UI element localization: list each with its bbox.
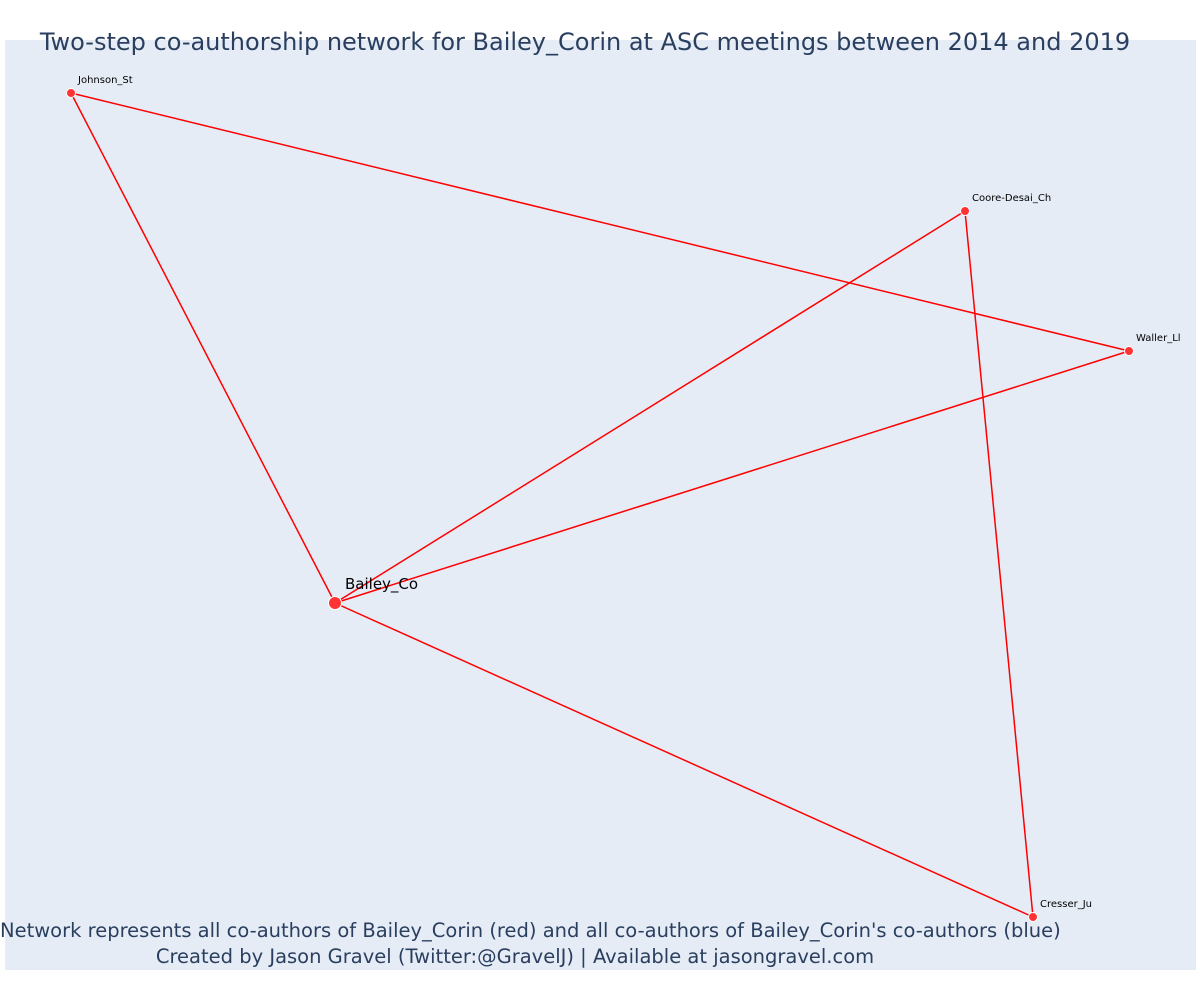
edge-Bailey_Co-Cresser_Ju: [334, 602, 1034, 918]
chart-title: Two-step co-authorship network for Baile…: [39, 28, 1131, 56]
caption-line-1: Network represents all co-authors of Bai…: [0, 919, 1061, 942]
node-Cresser_Ju[interactable]: [1028, 912, 1038, 922]
node-label-Cresser_Ju: Cresser_Ju: [1040, 899, 1092, 910]
node-label-Bailey_Co: Bailey_Co: [345, 575, 418, 594]
node-Johnson_St[interactable]: [66, 88, 76, 98]
edge-Johnson_St-Waller_Ll: [70, 92, 1130, 352]
edge-Bailey_Co-Coore-Desai_Ch: [334, 210, 966, 604]
edge-Bailey_Co-Johnson_St: [70, 92, 336, 604]
caption-line-2: Created by Jason Gravel (Twitter:@Gravel…: [155, 945, 875, 968]
edge-layer: [70, 92, 1130, 918]
node-Bailey_Co[interactable]: [328, 596, 342, 610]
edge-Bailey_Co-Waller_Ll: [334, 350, 1130, 604]
plot-background: [5, 40, 1196, 970]
node-Coore-Desai_Ch[interactable]: [960, 206, 970, 216]
node-label-Coore-Desai_Ch: Coore-Desai_Ch: [972, 193, 1051, 204]
node-label-Johnson_St: Johnson_St: [77, 75, 133, 86]
node-Waller_Ll[interactable]: [1124, 346, 1134, 356]
chart-caption: Network represents all co-authors of Bai…: [0, 918, 1061, 970]
node-layer: Bailey_Co Johnson_StCoore-Desai_ChWaller_…: [66, 75, 1181, 922]
node-label-Waller_Ll: Waller_Ll: [1136, 333, 1181, 344]
edge-Coore-Desai_Ch-Cresser_Ju: [964, 210, 1034, 918]
